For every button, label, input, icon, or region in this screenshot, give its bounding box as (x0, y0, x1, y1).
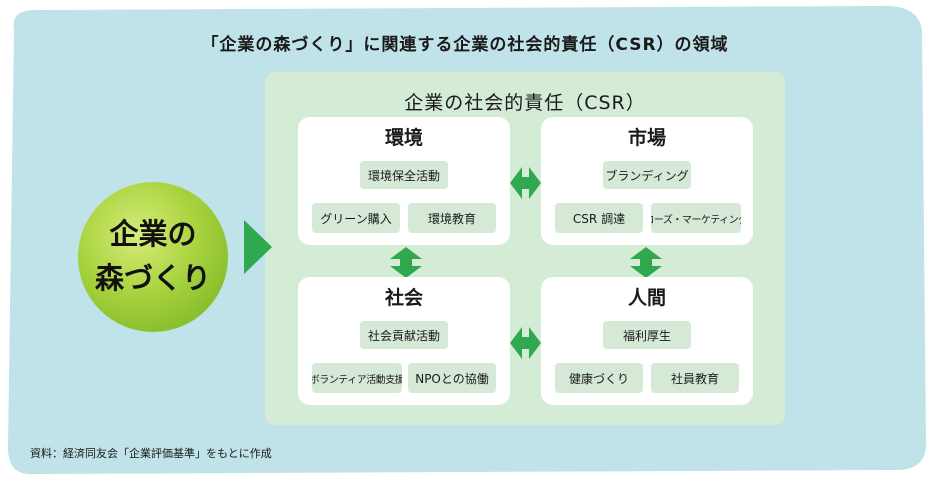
arrow-market-human (630, 247, 662, 278)
panel-environment: 環境 環境保全活動 グリーン購入 環境教育 (298, 117, 510, 245)
arrow-env-society (390, 247, 422, 278)
panel-environment-title: 環境 (384, 127, 423, 149)
item-social-contribution: 社会貢献活動 (360, 321, 448, 349)
panel-society-title: 社会 (384, 287, 423, 309)
item-employee-education: 社員教育 (651, 363, 739, 393)
panel-society: 社会 社会貢献活動 ボランティア活動支援 NPOとの協働 (298, 277, 510, 405)
panel-market-title: 市場 (627, 127, 666, 149)
circle-line2: 森づくり (94, 261, 211, 295)
item-npo-collaboration: NPOとの協働 (408, 363, 496, 393)
circle-line1: 企業の (109, 217, 197, 251)
panel-market: 市場 ブランディング CSR 調達 コーズ・マーケティング (541, 117, 753, 245)
item-volunteer-support: ボランティア活動支援 (312, 363, 402, 393)
item-environment-education: 環境教育 (408, 203, 496, 233)
arrow-env-market (510, 167, 541, 199)
item-cause-marketing: コーズ・マーケティング (651, 203, 741, 233)
main-arrow (244, 220, 272, 274)
forest-circle: 企業の 森づくり (78, 182, 228, 332)
panel-human-title: 人間 (627, 287, 666, 309)
arrow-society-human (510, 327, 541, 359)
item-welfare: 福利厚生 (603, 321, 691, 349)
item-green-purchasing: グリーン購入 (312, 203, 400, 233)
item-environment-conservation: 環境保全活動 (360, 161, 448, 189)
csr-title: 企業の社会的責任（CSR） (404, 92, 646, 114)
source-note: 資料：経済同友会「企業評価基準」をもとに作成 (30, 447, 272, 460)
diagram-title: 「企業の森づくり」に関連する企業の社会的責任（CSR）の領域 (201, 35, 729, 55)
panel-human: 人間 福利厚生 健康づくり 社員教育 (541, 277, 753, 405)
item-csr-procurement: CSR 調達 (555, 203, 643, 233)
item-health-promotion: 健康づくり (555, 363, 643, 393)
item-branding: ブランディング (603, 161, 691, 189)
